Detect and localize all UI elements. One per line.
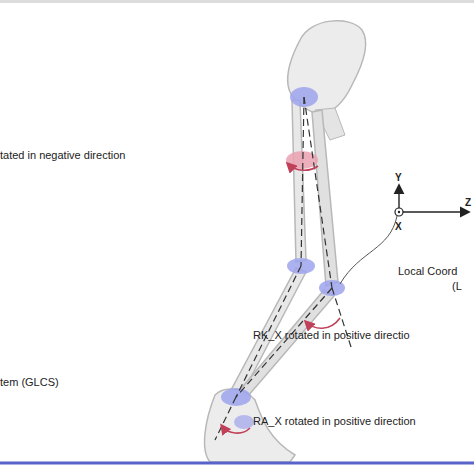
annotation-label: tated in negative direction <box>0 149 125 162</box>
axis-label: X <box>395 220 402 233</box>
segment-lines <box>215 97 352 440</box>
femur-right <box>312 110 338 286</box>
rotation-arrow <box>222 426 250 433</box>
pelvis <box>288 21 366 115</box>
leader-line <box>340 216 397 284</box>
frame-edge <box>0 0 474 3</box>
z-axis <box>399 211 468 212</box>
x-axis-dot <box>398 211 400 213</box>
ankle-joint-lower <box>234 415 254 429</box>
rotation-arrow <box>306 318 340 328</box>
axis-label: Y <box>395 171 402 184</box>
annotation-label: RA_X rotated in positive direction <box>253 415 416 428</box>
annotation-label: Local Coord <box>398 265 457 278</box>
rotation-arrow <box>288 164 318 170</box>
tibia-right <box>240 290 334 396</box>
ground-line <box>0 462 474 465</box>
annotation-label: RK_X rotated in positive directio <box>253 329 410 342</box>
annotation-label: (L <box>452 280 462 293</box>
x-axis <box>395 208 403 216</box>
axis-label: Z <box>465 196 471 209</box>
annotation-label: tem (GLCS) <box>0 376 59 389</box>
